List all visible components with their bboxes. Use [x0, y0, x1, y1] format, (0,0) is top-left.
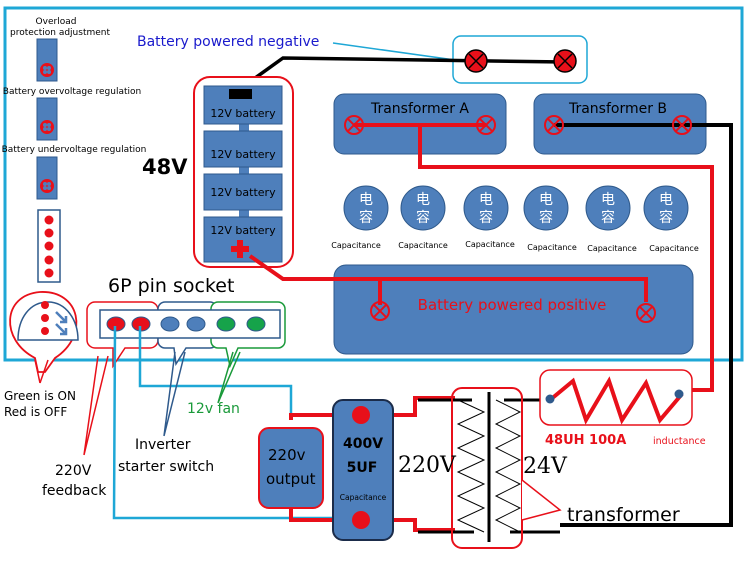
- svg-text:400V: 400V: [343, 436, 383, 452]
- undervoltage-label: Battery undervoltage regulation: [2, 145, 147, 155]
- svg-text:Battery powered positive: Battery powered positive: [418, 296, 607, 314]
- led-2: [44, 228, 54, 238]
- led-5: [44, 268, 54, 278]
- svg-text:Transformer A: Transformer A: [370, 101, 469, 117]
- feedback-label-1: 220V: [55, 463, 92, 479]
- svg-text:电: 电: [601, 192, 615, 208]
- svg-text:电: 电: [659, 192, 673, 208]
- svg-text:Transformer B: Transformer B: [568, 101, 667, 117]
- svg-text:Capacitance: Capacitance: [398, 241, 448, 250]
- svg-text:Capacitance: Capacitance: [340, 493, 387, 502]
- inductor-terminal-1[interactable]: [545, 394, 555, 404]
- status-indicator: [9, 291, 79, 384]
- capacitor-1: 电 容 Capacitance: [331, 185, 389, 250]
- svg-text:电: 电: [539, 192, 553, 208]
- svg-text:12V battery: 12V battery: [210, 107, 276, 120]
- svg-text:Capacitance: Capacitance: [465, 240, 515, 249]
- overvoltage-potentiometer[interactable]: [36, 97, 58, 141]
- positive-wire: [248, 254, 648, 302]
- socket-title: 6P pin socket: [108, 275, 234, 297]
- pin-switch-1[interactable]: [160, 316, 180, 332]
- transformer-a-wire: [418, 125, 714, 392]
- capacitor-5: 电 容 Capacitance: [585, 185, 637, 253]
- svg-text:容: 容: [416, 209, 430, 226]
- feedback-wire-2: [138, 326, 293, 420]
- pin-fan-2[interactable]: [246, 316, 266, 332]
- svg-text:容: 容: [659, 209, 673, 226]
- output-capacitor: 400V 5UF Capacitance: [332, 399, 394, 541]
- feedback-label-2: feedback: [42, 483, 107, 499]
- positive-busbar: Battery powered positive: [333, 264, 694, 355]
- capacitor-6: 电 容 Capacitance: [643, 185, 699, 253]
- switch-label-2: starter switch: [118, 459, 214, 475]
- inductor-terminal-2[interactable]: [674, 389, 684, 399]
- negative-terminal-2[interactable]: [553, 49, 577, 73]
- svg-text:output: output: [266, 470, 316, 488]
- output-cap-terminal-top[interactable]: [352, 406, 370, 424]
- indicator-legend-off: Red is OFF: [4, 405, 67, 419]
- svg-text:12V battery: 12V battery: [210, 224, 276, 237]
- negative-terminal-1[interactable]: [464, 49, 488, 73]
- svg-text:容: 容: [539, 209, 553, 226]
- negative-terminal-block: [229, 89, 252, 99]
- pin-switch-2[interactable]: [186, 316, 206, 332]
- pin-fan-1[interactable]: [216, 316, 236, 332]
- svg-text:容: 容: [601, 209, 615, 226]
- transformer-label: transformer: [567, 504, 680, 526]
- led-4: [44, 255, 54, 265]
- overload-potentiometer[interactable]: [36, 38, 58, 82]
- svg-text:12V battery: 12V battery: [210, 148, 276, 161]
- pin-socket: [86, 301, 286, 369]
- overvoltage-label: Battery overvoltage regulation: [3, 87, 141, 97]
- ac-output: 220v output: [258, 427, 324, 509]
- inductor: [539, 369, 693, 426]
- board-frame: [3, 6, 744, 362]
- battery-cell-4: 12V battery: [203, 216, 283, 263]
- undervoltage-potentiometer[interactable]: [36, 156, 58, 200]
- feedback-wire-1: [112, 325, 341, 520]
- svg-text:电: 电: [359, 192, 373, 208]
- battery-cell-1: 12V battery: [203, 85, 283, 125]
- overload-label-2: protection adjustment: [10, 28, 110, 38]
- inductor-label: inductance: [653, 436, 706, 447]
- led-strip: [37, 209, 61, 283]
- main-transformer: [451, 387, 523, 549]
- output-cap-terminal-bottom[interactable]: [352, 511, 370, 529]
- transformer-b-wire: [554, 123, 733, 527]
- svg-text:12V battery: 12V battery: [210, 186, 276, 199]
- capacitor-2: 电 容 Capacitance: [398, 185, 448, 250]
- indicator-legend-on: Green is ON: [4, 389, 76, 403]
- secondary-voltage-label: 24V: [523, 454, 568, 479]
- battery-cell-2: 12V battery: [203, 130, 283, 168]
- led-3: [44, 241, 54, 251]
- switch-label-1: Inverter: [135, 437, 191, 453]
- svg-text:220v: 220v: [268, 446, 306, 464]
- svg-text:电: 电: [479, 192, 493, 208]
- svg-text:电: 电: [416, 192, 430, 208]
- battery-negative-label: Battery powered negative: [137, 34, 319, 50]
- svg-text:Capacitance: Capacitance: [331, 241, 381, 250]
- inductor-rating: 48UH 100A: [545, 433, 626, 448]
- overload-label: Overload: [36, 17, 77, 27]
- led-1: [44, 215, 54, 225]
- arrow-icon: [55, 311, 68, 324]
- battery-cell-3: 12V battery: [203, 173, 283, 211]
- primary-voltage-label: 220V: [398, 453, 457, 478]
- svg-text:Capacitance: Capacitance: [527, 243, 577, 252]
- svg-text:Capacitance: Capacitance: [649, 244, 699, 253]
- svg-text:容: 容: [359, 209, 373, 226]
- plus-icon: [231, 240, 249, 258]
- arrow-icon: [55, 323, 68, 336]
- capacitor-3: 电 容 Capacitance: [463, 185, 515, 249]
- svg-text:Capacitance: Capacitance: [587, 244, 637, 253]
- capacitor-4: 电 容 Capacitance: [523, 185, 577, 252]
- battery-voltage-label: 48V: [142, 155, 188, 179]
- fan-label: 12v fan: [187, 401, 240, 417]
- svg-text:5UF: 5UF: [347, 460, 378, 476]
- svg-text:容: 容: [479, 209, 493, 226]
